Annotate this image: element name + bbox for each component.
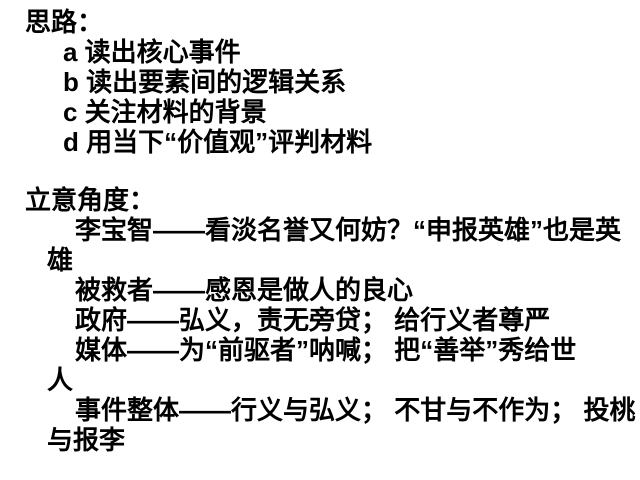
approach-item-a: a 读出核心事件: [63, 37, 241, 67]
approach-item-b: b 读出要素间的逻辑关系: [63, 67, 347, 97]
angle-line-media: 媒体——为“前驱者”呐喊； 把“善举”秀给世: [75, 335, 577, 365]
angle-line-rescued: 被救者——感恩是做人的良心: [75, 275, 414, 305]
angle-line-event-overall: 事件整体——行义与弘义； 不甘与不作为； 投桃: [75, 395, 636, 425]
angle-line-libaozhi-wrap: 雄: [47, 245, 74, 275]
approach-item-c: c 关注材料的背景: [63, 97, 267, 127]
section-gap: [0, 157, 640, 185]
angle-line-media-wrap: 人: [47, 365, 74, 395]
angle-line-event-overall-wrap: 与报李: [47, 425, 126, 455]
approach-item-d: d 用当下“价值观”评判材料: [63, 127, 373, 157]
angle-line-government: 政府——弘义，责无旁贷； 给行义者尊严: [75, 305, 551, 335]
angle-line-libaozhi: 李宝智——看淡名誉又何妨？“申报英雄”也是英: [75, 215, 622, 245]
approach-section-heading: 思路：: [25, 7, 104, 37]
angle-section-heading: 立意角度：: [25, 185, 156, 215]
